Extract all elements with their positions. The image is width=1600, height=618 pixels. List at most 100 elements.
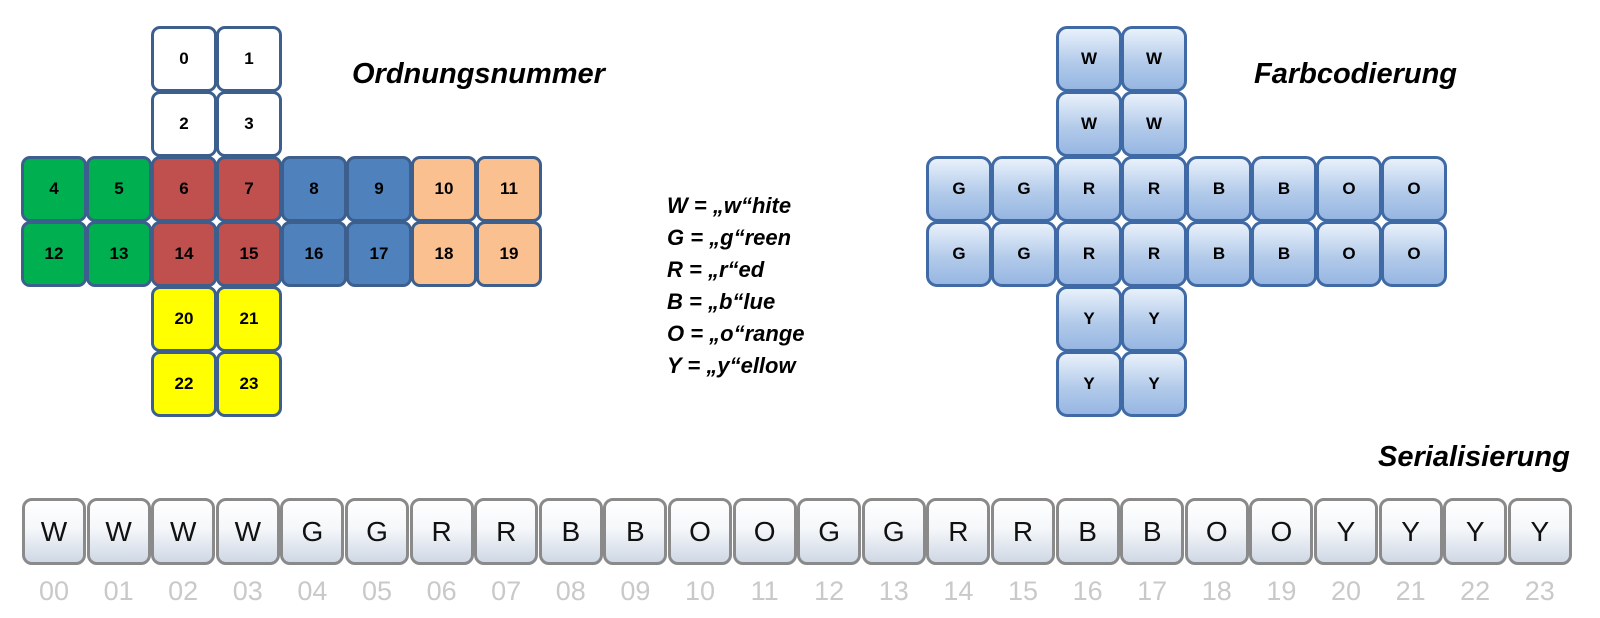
net-cell-number: 10 <box>411 156 477 222</box>
net-cell-number: 21 <box>216 286 282 352</box>
net-cell-number: 3 <box>216 91 282 157</box>
legend-yellow: Y = „y“ellow <box>667 353 796 378</box>
serial-index: 01 <box>103 576 134 606</box>
serial-index: 13 <box>878 576 909 606</box>
net-cell-number: 7 <box>216 156 282 222</box>
net-cell-color: W <box>1056 91 1122 157</box>
serial-cell: O <box>1184 498 1249 565</box>
ordnungsnummer-heading: Ordnungsnummer <box>352 58 605 90</box>
net-cell-number: 15 <box>216 221 282 287</box>
serial-index: 19 <box>1266 576 1297 606</box>
serial-index: 04 <box>297 576 328 606</box>
net-cell-number: 0 <box>151 26 217 92</box>
legend-orange: O = „o“range <box>667 321 805 346</box>
net-cell-color: G <box>991 156 1057 222</box>
net-cell-number: 5 <box>86 156 152 222</box>
net-cell-number: 14 <box>151 221 217 287</box>
serial-cell: W <box>86 498 151 565</box>
net-cell-number: 13 <box>86 221 152 287</box>
net-cell-color: G <box>991 221 1057 287</box>
net-cell-color: W <box>1121 91 1187 157</box>
serial-index: 21 <box>1395 576 1426 606</box>
serial-cell: B <box>603 498 668 565</box>
serial-index: 16 <box>1072 576 1103 606</box>
net-cell-color: O <box>1316 156 1382 222</box>
serial-cell: W <box>151 498 216 565</box>
net-cell-number: 22 <box>151 351 217 417</box>
net-cell-color: O <box>1316 221 1382 287</box>
serial-index: 11 <box>750 576 779 606</box>
serial-cell: O <box>732 498 797 565</box>
net-cell-number: 4 <box>21 156 87 222</box>
serial-cell: O <box>1249 498 1314 565</box>
serial-cell: G <box>280 498 345 565</box>
serial-cell: B <box>538 498 603 565</box>
color-legend: W = „w“hite G = „g“reen R = „r“ed B = „b… <box>667 190 805 382</box>
net-cell-color: W <box>1056 26 1122 92</box>
serial-cell: B <box>1055 498 1120 565</box>
serial-index: 05 <box>361 576 393 606</box>
serial-cell: R <box>409 498 474 565</box>
net-cell-number: 16 <box>281 221 347 287</box>
net-cell-number: 8 <box>281 156 347 222</box>
net-cell-color: Y <box>1056 351 1122 417</box>
serial-index: 08 <box>555 576 586 606</box>
serial-index: 09 <box>620 576 651 606</box>
net-cell-number: 6 <box>151 156 217 222</box>
net-cell-color: R <box>1121 221 1187 287</box>
net-cell-number: 1 <box>216 26 282 92</box>
serial-cell: R <box>991 498 1055 565</box>
legend-green: G = „g“reen <box>667 225 792 250</box>
legend-white: W = „w“hite <box>667 193 792 218</box>
serial-index: 07 <box>491 576 522 606</box>
serialisierung-heading: Serialisierung <box>1378 441 1570 473</box>
net-cell-number: 2 <box>151 91 217 157</box>
serial-cell: W <box>22 498 86 565</box>
serial-index: 15 <box>1007 576 1039 606</box>
net-cell-number: 19 <box>476 221 542 287</box>
serial-index: 03 <box>232 576 263 606</box>
net-cell-color: Y <box>1121 286 1187 352</box>
net-cell-number: 18 <box>411 221 477 287</box>
net-cell-color: R <box>1056 221 1122 287</box>
serial-cell: Y <box>1314 498 1378 565</box>
net-cell-number: 12 <box>21 221 87 287</box>
net-cell-number: 17 <box>346 221 412 287</box>
serial-index: 23 <box>1524 576 1555 606</box>
net-cell-color: R <box>1056 156 1122 222</box>
net-cell-color: G <box>926 156 992 222</box>
serial-cell: Y <box>1378 498 1443 565</box>
serial-cell: Y <box>1507 498 1572 565</box>
serial-cell: G <box>861 498 926 565</box>
serial-cell: B <box>1120 498 1185 565</box>
serial-cell: G <box>797 498 862 565</box>
legend-blue: B = „b“lue <box>667 289 776 314</box>
net-cell-color: G <box>926 221 992 287</box>
serial-cell: Y <box>1443 498 1508 565</box>
net-cell-color: W <box>1121 26 1187 92</box>
serial-cell: R <box>474 498 539 565</box>
serial-cell: O <box>668 498 732 565</box>
net-cell-color: B <box>1186 221 1252 287</box>
net-cell-color: B <box>1251 221 1317 287</box>
net-cell-color: B <box>1186 156 1252 222</box>
serial-index: 20 <box>1330 576 1362 606</box>
net-cell-color: B <box>1251 156 1317 222</box>
serial-index: 06 <box>426 576 457 606</box>
serial-index: 22 <box>1460 576 1491 606</box>
net-cell-color: R <box>1121 156 1187 222</box>
serial-cell: W <box>215 498 280 565</box>
net-cell-number: 11 <box>476 156 542 222</box>
net-cell-color: O <box>1381 156 1447 222</box>
net-cell-color: Y <box>1056 286 1122 352</box>
serial-index: 00 <box>38 576 70 606</box>
net-cell-color: O <box>1381 221 1447 287</box>
net-cell-number: 20 <box>151 286 217 352</box>
serial-index: 10 <box>684 576 716 606</box>
legend-red: R = „r“ed <box>667 257 765 282</box>
net-cell-color: Y <box>1121 351 1187 417</box>
net-cell-number: 23 <box>216 351 282 417</box>
net-cell-number: 9 <box>346 156 412 222</box>
serial-cell: R <box>926 498 991 565</box>
serial-index: 12 <box>814 576 845 606</box>
